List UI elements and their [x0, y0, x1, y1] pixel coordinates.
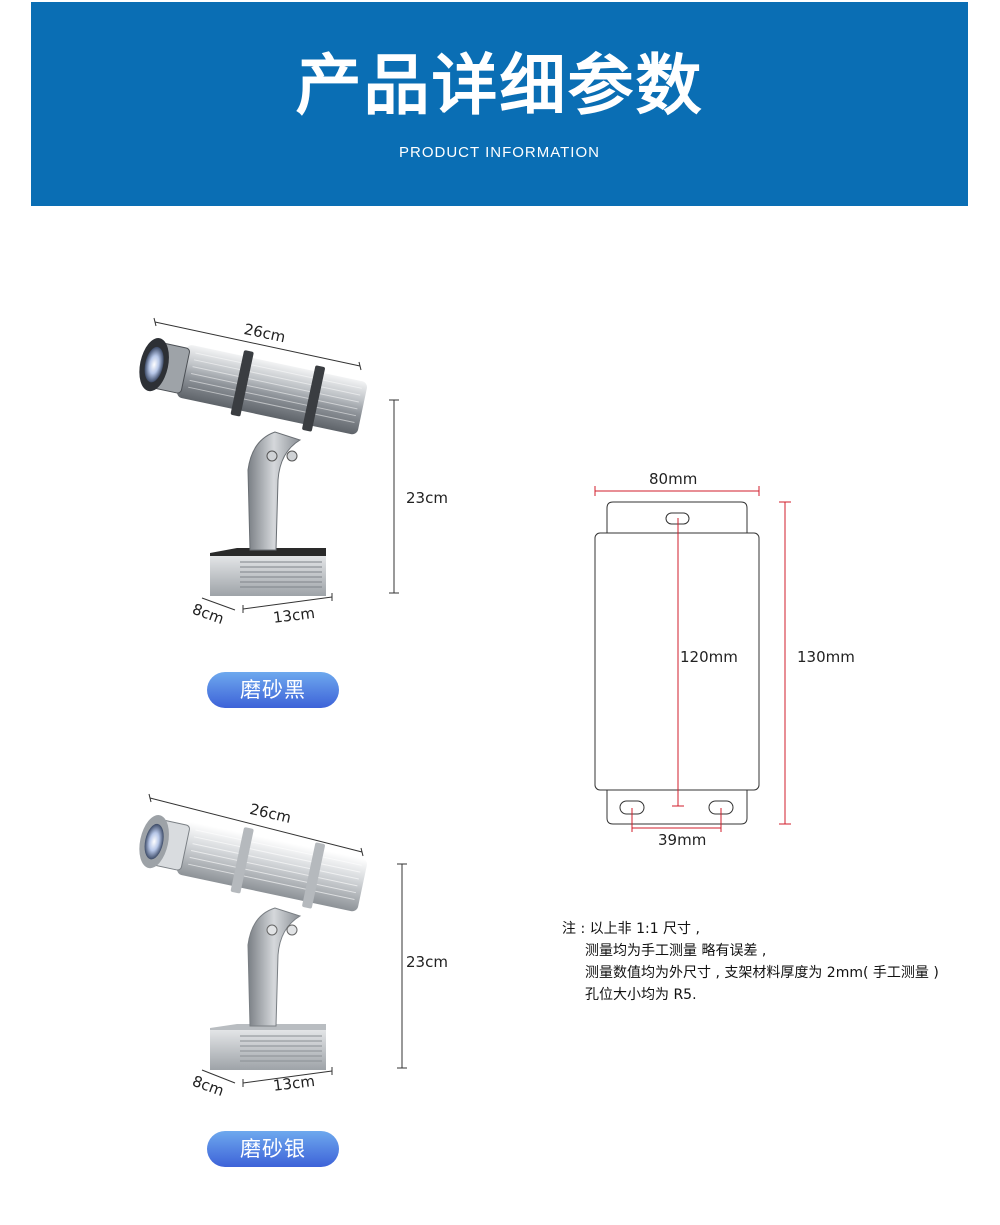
bracket-dimension-lines [594, 486, 791, 832]
note-line: 注 : 以上非 1:1 尺寸 , [562, 921, 700, 937]
projector-silver-image [139, 815, 367, 1070]
bracket-width-label: 80mm [649, 470, 698, 488]
finish-badge-silver: 磨砂银 [207, 1131, 339, 1167]
height-label-black: 23cm [406, 489, 448, 507]
measurement-note: 注 : 以上非 1:1 尺寸 , 测量均为手工测量 略有误差 , 测量数值均为外… [562, 918, 939, 1006]
height-label-silver: 23cm [406, 953, 448, 971]
bracket-outer-height-label: 130mm [797, 648, 855, 666]
note-line: 测量均为手工测量 略有误差 , [585, 943, 767, 959]
bracket-inner-height-label: 120mm [680, 648, 738, 666]
projector-black-image [139, 338, 367, 596]
page-subtitle: PRODUCT INFORMATION [399, 144, 600, 161]
header-banner: 产品详细参数 PRODUCT INFORMATION [31, 2, 968, 206]
note-line: 孔位大小均为 R5. [585, 987, 697, 1003]
bracket-drawing [594, 501, 760, 825]
dimension-lines-silver [148, 793, 407, 1087]
page-title: 产品详细参数 [295, 47, 704, 124]
finish-badge-black: 磨砂黑 [207, 672, 339, 708]
note-line: 测量数值均为外尺寸 , 支架材料厚度为 2mm( 手工测量 ) [585, 965, 939, 981]
dimension-lines-black [153, 317, 399, 613]
bracket-hole-spacing-label: 39mm [658, 831, 707, 849]
